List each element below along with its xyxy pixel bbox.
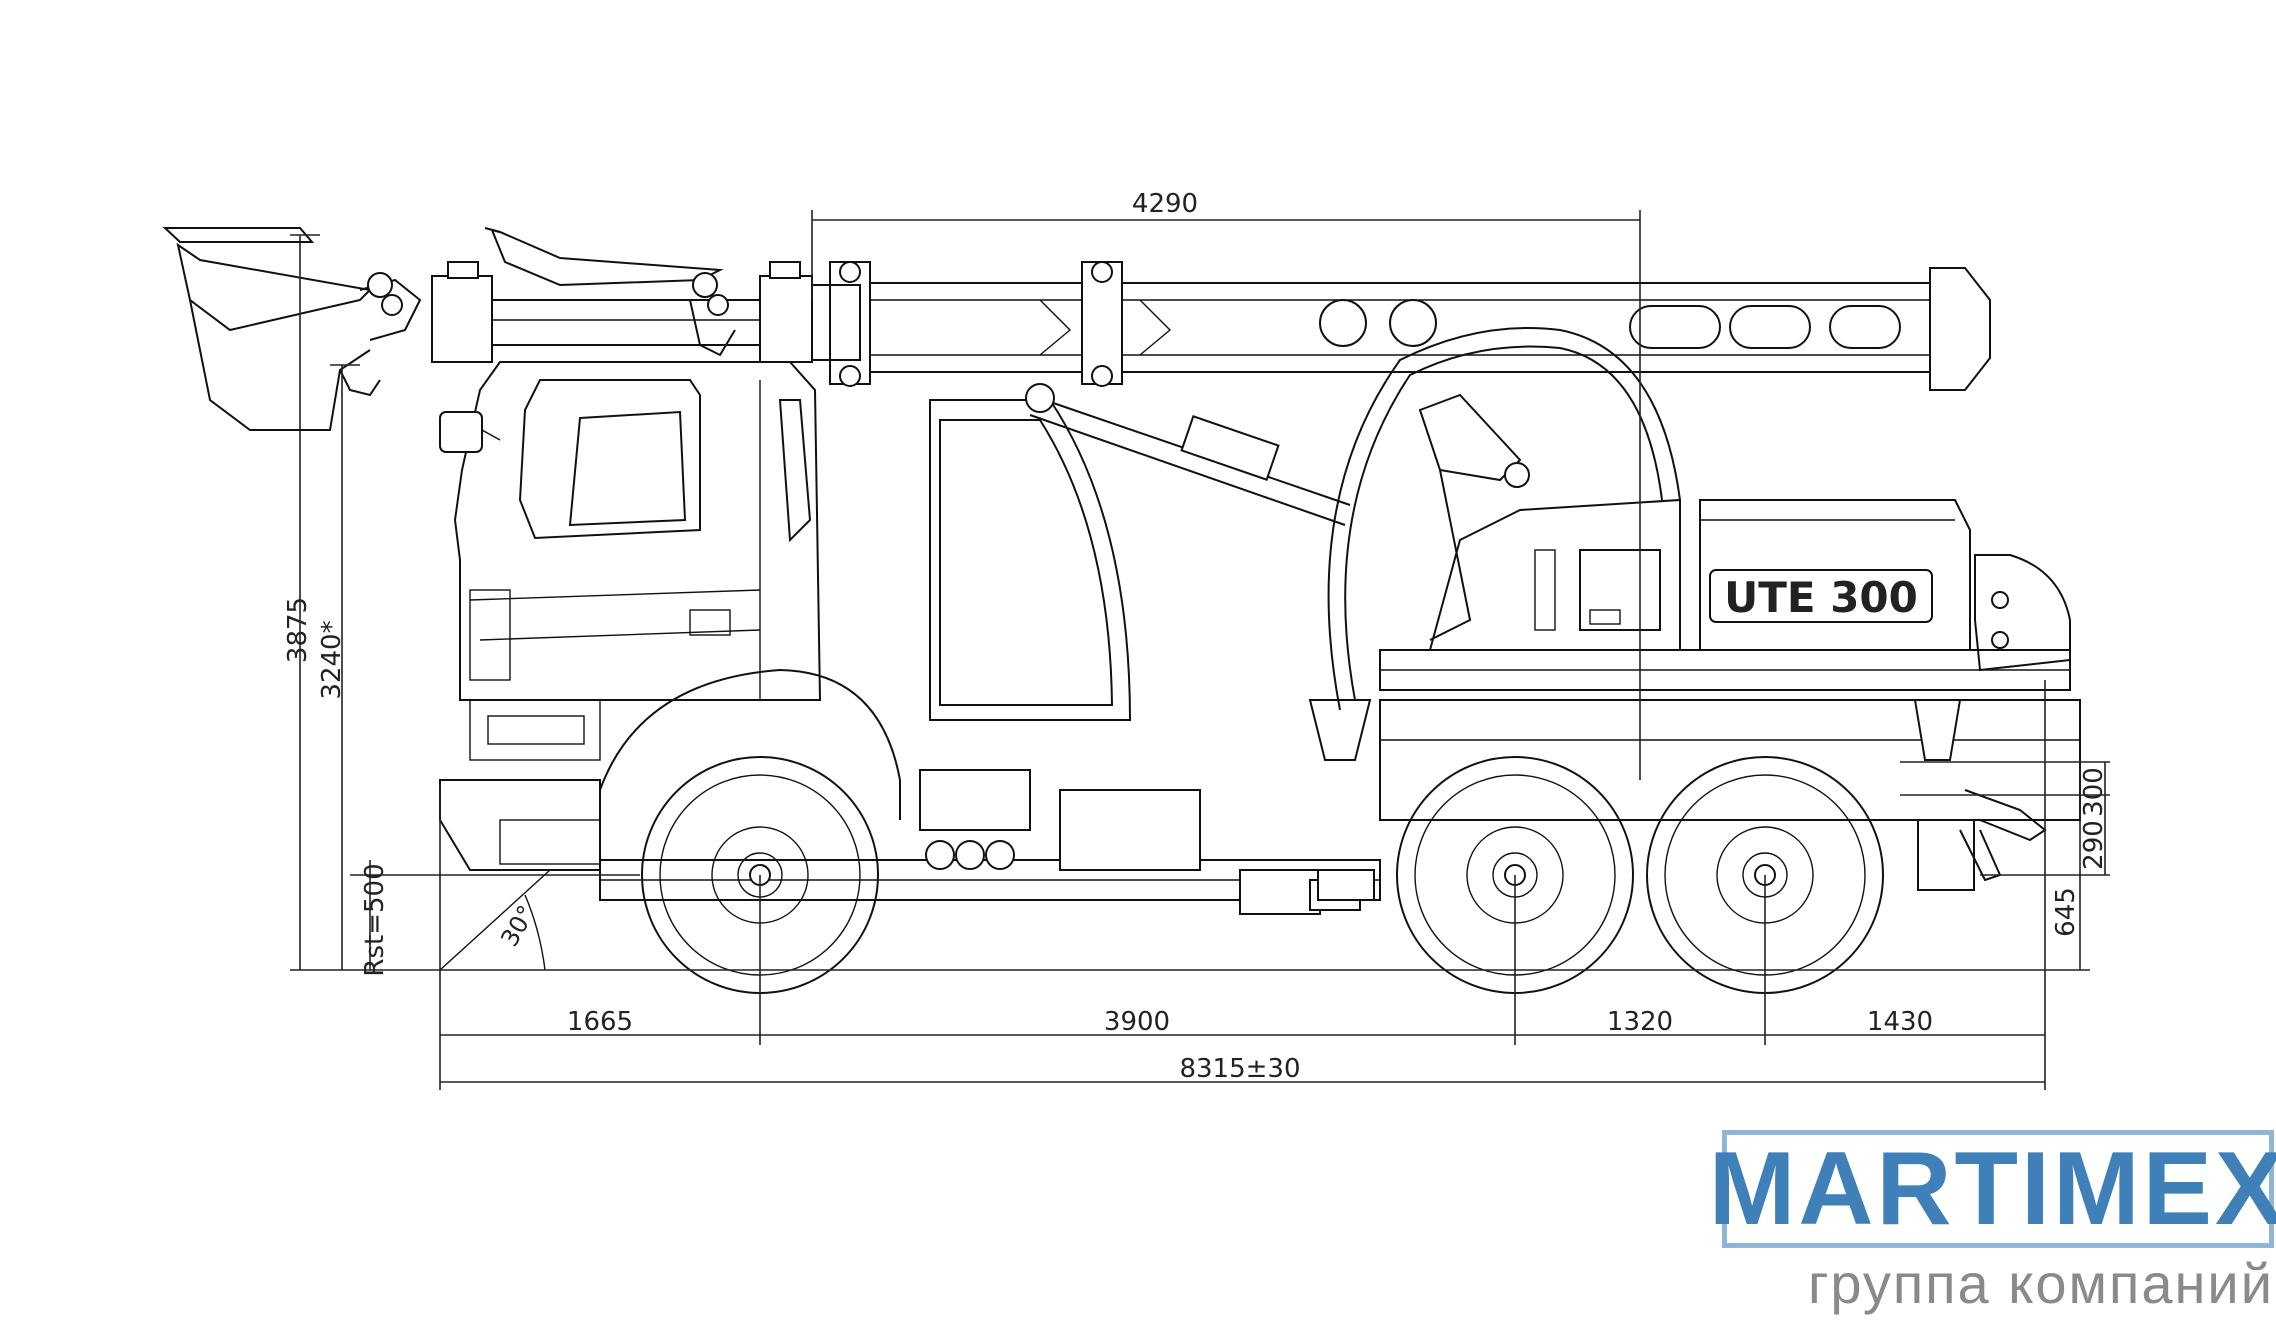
dimension-lines	[290, 210, 2110, 1090]
dim-boom-length: 4290	[1132, 189, 1198, 219]
dim-rear-height-mid: 300	[2079, 767, 2109, 817]
truck-cab	[439, 361, 901, 871]
dim-wheelbase: 3900	[1104, 1007, 1170, 1037]
boom	[162, 227, 1991, 431]
dim-front-overhang: 1665	[567, 1007, 633, 1037]
dim-turning-radius: Rst=500	[360, 863, 390, 976]
dim-boom-height: 3240*	[317, 620, 347, 699]
dim-rear-height-upper: 290	[2079, 820, 2109, 870]
dim-rear-height-lower: 645	[2051, 887, 2081, 937]
chassis	[599, 699, 2081, 915]
model-plate: UTE 300	[1724, 573, 1918, 622]
dim-overall-length: 8315±30	[1179, 1054, 1300, 1084]
dimension-labels: 4290 3875 3240* Rst=500 30° 1665 3900 13…	[283, 189, 2109, 1084]
dim-tandem-spacing: 1320	[1607, 1007, 1673, 1037]
crane-superstructure: UTE 300	[929, 327, 2071, 721]
logo-tagline: группа компаний	[1807, 1252, 2274, 1315]
dim-total-height: 3875	[283, 597, 313, 663]
dim-approach-angle: 30°	[495, 901, 541, 952]
logo-wordmark: MARTIMEX	[1708, 1131, 2276, 1247]
company-logo: MARTIMEX	[1709, 1130, 2276, 1248]
dim-rear-overhang: 1430	[1867, 1007, 1933, 1037]
